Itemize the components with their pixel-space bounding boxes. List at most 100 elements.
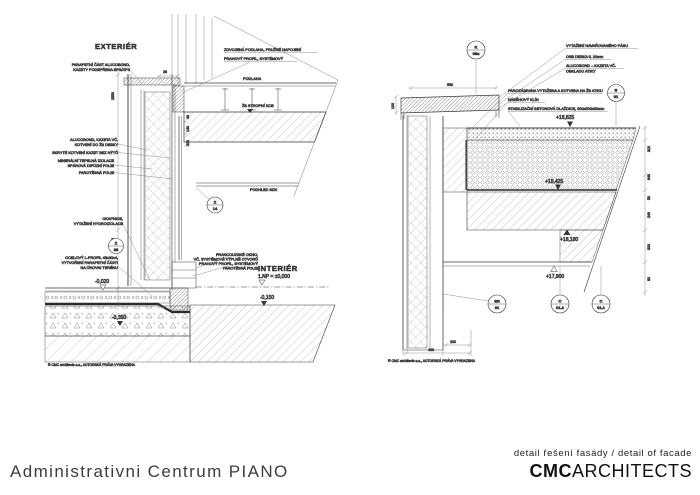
dim-2550: 2550 <box>111 92 115 100</box>
dim-550: 550 <box>447 83 453 87</box>
interior-label: INTERIÉR <box>258 264 298 273</box>
svg-text:01: 01 <box>614 94 619 99</box>
dim-200: 200 <box>450 340 456 344</box>
label-lprofile-1: OCELOVÝ L-PROFIL 45x30x4, <box>65 256 118 260</box>
label-ceiling: PODHLED SDK <box>250 188 278 192</box>
paving-slab-hatch <box>466 127 637 141</box>
dim-240: 240 <box>647 212 651 218</box>
label-window-1: FRANCOUZSKÉ OKNO, <box>216 252 258 257</box>
right-level-markers: +18,825 +18,425 +18,180 +17,900 <box>545 115 579 281</box>
left-annotations: PARAPETNÍ ČÁST ALUCOBOND, KAZETY PODEPŘE… <box>52 47 318 297</box>
svg-text:K: K <box>475 45 478 50</box>
svg-text:14: 14 <box>213 206 218 211</box>
title-block: Administrativni Centrum PIANO detail řeš… <box>0 448 700 495</box>
label-alucobond-2: KOTVENÍ DO ŽB DESKY <box>75 142 119 147</box>
label-cap-4: OBKLADU ATIKY <box>566 70 596 74</box>
svg-text:05a: 05a <box>473 51 480 56</box>
dim-200: 200 <box>186 140 190 146</box>
label-paving-slab: STABILIZAČNÍ BETONOVÁ DLAŽDICE, 500x500x… <box>508 106 604 111</box>
logo-architects: ARCHITECTS <box>571 461 692 481</box>
svg-text:C: C <box>600 299 603 304</box>
concrete-slab-hatch <box>183 111 327 143</box>
label-window-2: VČ. SYSTÉMOVÉ VÝPLNĚ OTVORŮ <box>194 257 259 262</box>
drawing-title: detail řešení fasády / detail of facade <box>513 448 692 459</box>
label-hidden-fixing: SKRYTÉ KOTVENÍ KAZET BEZ NÝTŮ <box>52 150 118 155</box>
right-annotations: VYTAŽENÍ NAVAŘOVANÉHO PÁSU OSB DESKA tl.… <box>467 43 638 139</box>
label-window-4: PAROTĚSNÁ FOLIE <box>223 266 259 271</box>
facade-detail-sheet: EXTERIÉR INTERIÉR <box>44 14 651 367</box>
cap-drip-edges <box>400 110 500 120</box>
dim-300: 300 <box>647 244 651 250</box>
svg-text:Z: Z <box>115 241 118 246</box>
marker-c012: C 01.2 <box>550 266 570 314</box>
left-dimension-chain <box>115 70 188 310</box>
interior-slab-hatch <box>189 304 336 363</box>
window-bottom-frame-lines <box>172 269 196 279</box>
marker-sn01: SN 01 <box>442 293 507 314</box>
label-cant-strip: NÁBĚHOVÝ KLÍN <box>508 97 539 102</box>
dim-640: 640 <box>647 174 651 180</box>
label-insulation-2: SPÁROVÁ DIFÚZNÍ FOLIE <box>68 163 115 168</box>
svg-text:01: 01 <box>495 305 500 310</box>
level-18180: +18,180 <box>560 237 578 243</box>
right-detail-drawing: 550 100 310 640 50 240 300 80 200 400 VY… <box>388 40 651 363</box>
label-cap-1: VYTAŽENÍ NAVAŘOVANÉHO PÁSU <box>566 43 628 48</box>
svg-text:C: C <box>559 299 562 304</box>
label-drip-1: OKAPNICE, <box>102 217 123 221</box>
atika-substructure <box>406 115 431 350</box>
marker-c011: C 01.1 <box>591 266 611 314</box>
svg-text:01.1: 01.1 <box>597 305 606 310</box>
cmc-architects-logo: CMCARCHITECTS <box>514 462 692 480</box>
cladding-substructure <box>130 74 145 286</box>
dim-310: 310 <box>647 146 651 152</box>
marker-s01: S 01 <box>607 84 625 126</box>
svg-text:Z: Z <box>214 200 217 205</box>
label-lprofile-3: NA ÚROVNI TERÉNU <box>81 265 119 270</box>
svg-text:S: S <box>615 88 618 93</box>
svg-text:SN: SN <box>494 299 500 304</box>
drainage-layer-hatch <box>44 291 171 304</box>
right-dimension-chain <box>393 85 648 356</box>
parapet-cap-profile <box>123 77 181 86</box>
label-slab: ŽB STROPNÍ KCE <box>242 103 274 108</box>
label-lprofile-2: VYTVOŘENÍ PARAPETNÍ ČÁSTI <box>62 260 118 265</box>
left-detail-drawing: EXTERIÉR INTERIÉR <box>44 14 339 367</box>
copyright-right: © CMC architects a.s., AUTORSKÁ PRÁVA VY… <box>388 359 476 363</box>
dim-80: 80 <box>647 277 651 281</box>
title-block-right: detail řešení fasády / detail of facade … <box>514 448 692 480</box>
exterior-label: EXTERIÉR <box>95 42 137 51</box>
label-raised-floor: ZDVOJENÁ PODLAHA, PRUŽNÉ NAPOJENÍ <box>224 47 302 52</box>
level-minus-020: -0,020 <box>95 279 109 285</box>
project-title: Administrativni Centrum PIANO <box>10 462 289 481</box>
label-window-3: PRAHOVÝ PROFIL, SYSTÉMOVÝ <box>199 261 259 266</box>
label-vapour-foil: PAROTĚSNÁ FOLIE <box>79 170 115 175</box>
roof-slab-hatch <box>466 191 617 231</box>
level-np: 1.NP = ±0,000 <box>258 274 290 280</box>
copyright-left: © CMC architects a.s., AUTORSKÁ PRÁVA VY… <box>48 363 136 367</box>
level-minus-150: -0,150 <box>260 295 274 301</box>
svg-text:01.2: 01.2 <box>556 305 565 310</box>
atika-concrete-hatch <box>442 127 468 193</box>
marker-z38: Z 38 <box>108 238 124 254</box>
dim-28: 28 <box>163 70 167 74</box>
roof-section-cut-line <box>583 125 641 293</box>
level-17900: +17,900 <box>546 274 564 280</box>
label-drip-2: VYTAŽENÍ HYDROIZOLACE <box>74 221 124 226</box>
suspended-ceiling <box>196 182 299 187</box>
label-alucobond-1: ALUCOBOND, KAZETA VČ. <box>70 137 118 142</box>
level-18425: +18,425 <box>545 179 563 185</box>
label-parapet-2: KAZETY PODEPŘENA EPS/XPS <box>73 67 130 72</box>
soil-hatch <box>44 335 191 363</box>
marker-k05a: K 05a <box>466 40 486 94</box>
label-podlaha: PODLAHA <box>243 77 262 81</box>
dim-100: 100 <box>391 103 395 109</box>
upper-wall-cut-lines <box>171 14 339 84</box>
left-level-markers: 1.NP = ±0,000 -0,150 -0,020 -0,350 <box>95 274 290 326</box>
label-insulation-1: MINERÁLNÍ TEPELNÁ IZOLACE <box>58 159 115 163</box>
level-minus-350: -0,350 <box>112 315 126 321</box>
label-cap-3: ALUCOBOND – KAZETA VČ. <box>566 63 616 68</box>
parapet-cap-flashing <box>400 94 500 114</box>
label-vapour-barrier: PAROZÁBRANA VYTAŽENA A KOTVENA NA ŽB ATI… <box>508 88 603 93</box>
window-bottom-frame <box>171 261 197 289</box>
thermal-insulation-hatch <box>144 91 171 281</box>
